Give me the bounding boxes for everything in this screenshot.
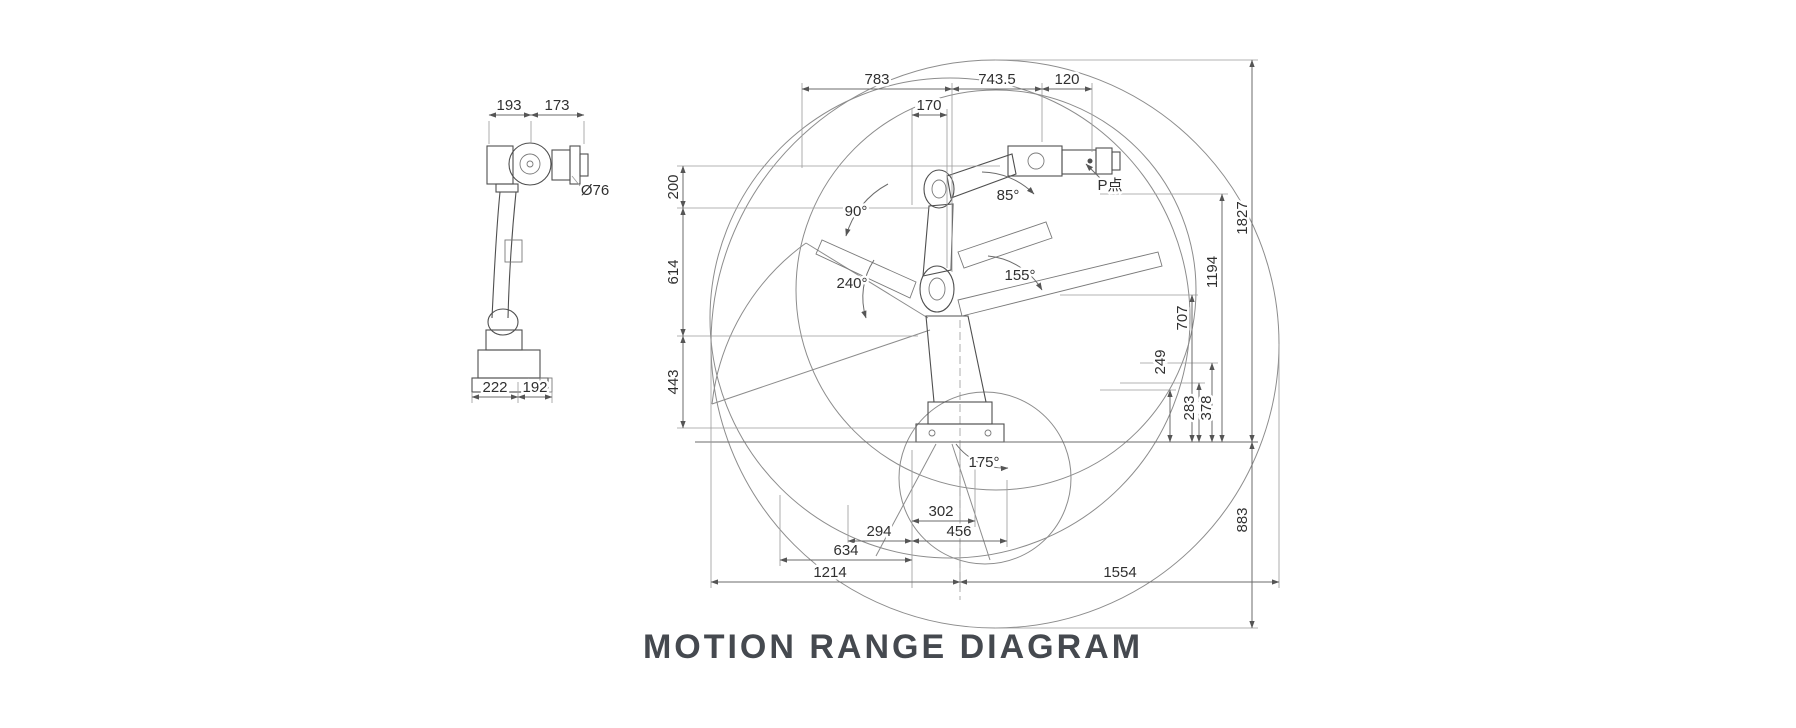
dim-707-label: 707 [1174, 305, 1191, 330]
page-title: MOTION RANGE DIAGRAM [642, 628, 1144, 666]
dim-302-label: 302 [928, 503, 953, 520]
side-dim-222-label: 222 [482, 379, 507, 396]
dim-378-label: 378 [1198, 395, 1215, 420]
dim-1194-label: 1194 [1204, 256, 1221, 288]
side-dim-192-label: 192 [522, 379, 547, 396]
p-point-marker [1087, 158, 1093, 164]
angle-155-label: 155° [1004, 267, 1035, 284]
dim-283-label: 283 [1181, 395, 1198, 420]
dim-456-label: 456 [946, 523, 971, 540]
side-dim-193-label: 193 [496, 97, 521, 114]
side-view-dimension-lines [471, 112, 585, 403]
motion-envelope [709, 59, 1280, 629]
angle-85-label: 85° [997, 187, 1020, 204]
dim-294-label: 294 [866, 523, 891, 540]
dim-614-label: 614 [665, 259, 682, 284]
angle-175-label: 175° [968, 454, 999, 471]
p-point-label: P点 [1097, 177, 1122, 194]
dim-743-5-label: 743.5 [978, 71, 1016, 88]
dim-1214-label: 1214 [813, 564, 846, 581]
dim-634-label: 634 [833, 542, 858, 559]
dim-249-label: 249 [1152, 349, 1169, 374]
side-view-drawing: 193 173 Ø76 222 192 [471, 95, 612, 403]
angle-90-label: 90° [845, 203, 868, 220]
dim-170-label: 170 [916, 97, 941, 114]
dim-120-label: 120 [1054, 71, 1079, 88]
dim-200-label: 200 [665, 174, 682, 199]
dimension-lines [677, 59, 1280, 629]
dim-443-label: 443 [665, 369, 682, 394]
dim-883-label: 883 [1234, 507, 1251, 532]
robot-arm-drawing [815, 145, 1163, 443]
angle-240-label: 240° [836, 275, 867, 292]
dim-783-label: 783 [864, 71, 889, 88]
dim-1554-label: 1554 [1103, 564, 1136, 581]
dimension-labels: 783 743.5 120 170 200 614 443 1827 883 1… [663, 69, 1254, 584]
dim-1827-label: 1827 [1234, 201, 1251, 234]
flange-diameter-label: Ø76 [581, 182, 609, 199]
side-dim-173-label: 173 [544, 97, 569, 114]
